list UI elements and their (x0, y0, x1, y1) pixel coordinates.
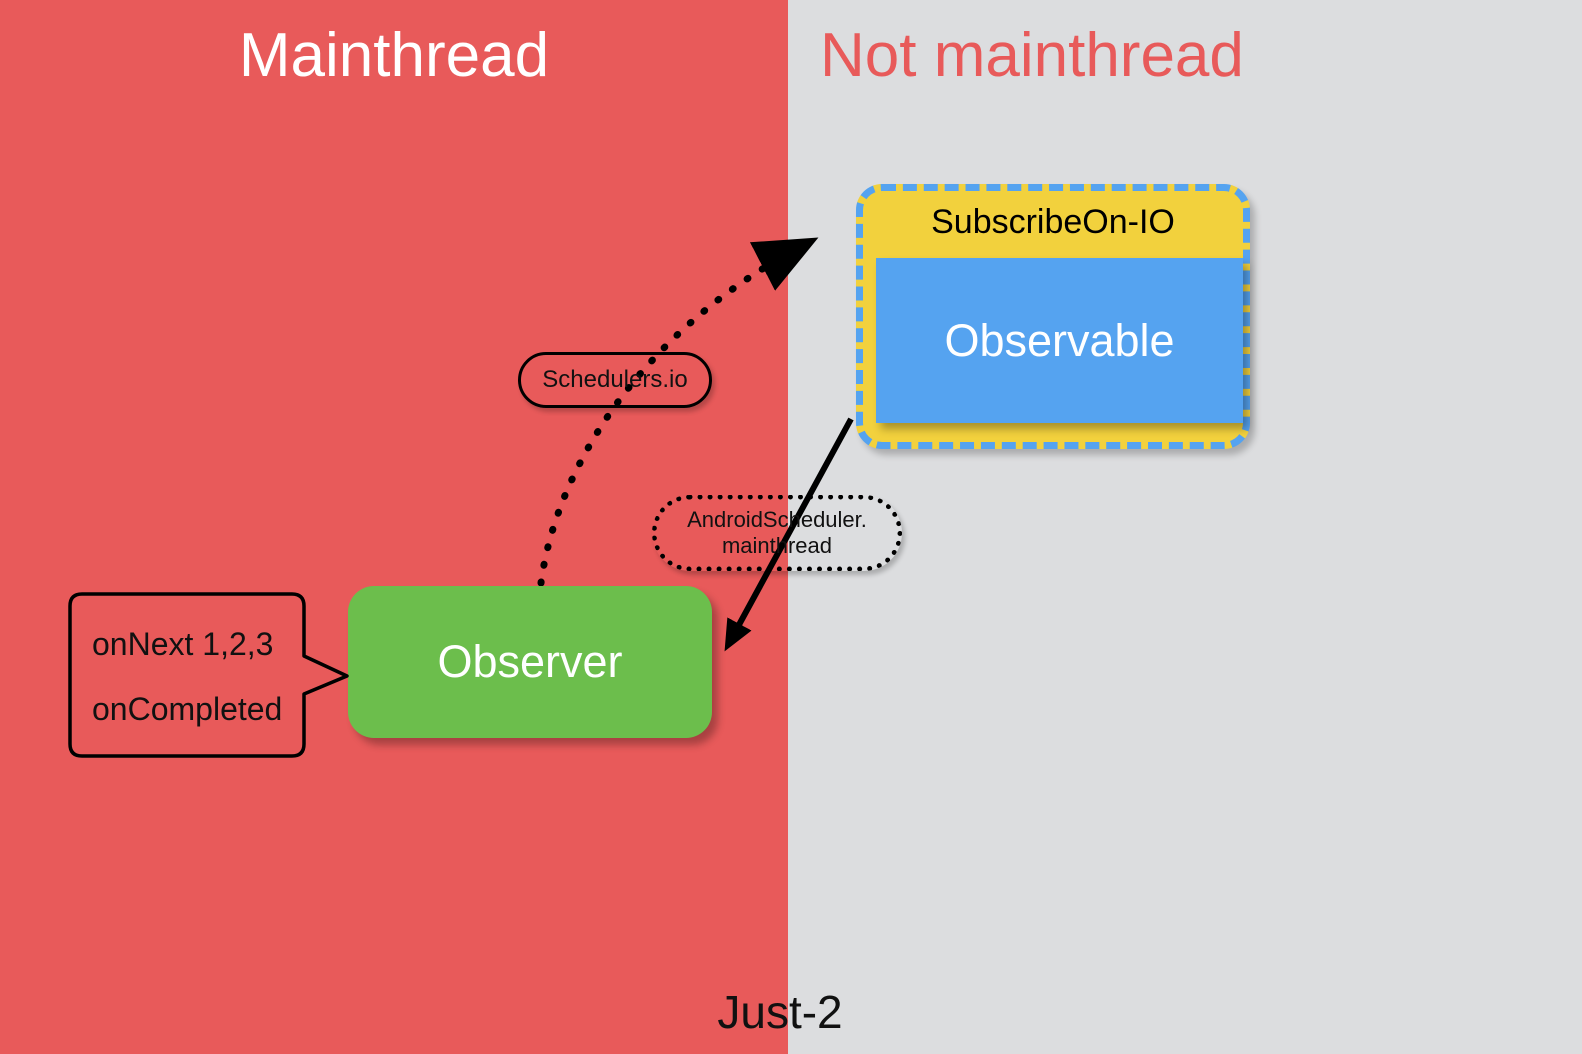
diagram-caption: Just-2 (717, 986, 843, 1038)
schedulers-io-label: Schedulers.io (542, 366, 688, 393)
panel-title-mainthread: Mainthread (238, 21, 550, 90)
observer-box[interactable]: Observer (348, 586, 712, 738)
observable-label: Observable (944, 314, 1175, 366)
panel-not-mainthread (788, 0, 1582, 1054)
subscribe-on-io-label: SubscribeOn-IO (931, 203, 1175, 241)
observable-box[interactable]: Observable (876, 258, 1243, 423)
callout-on-next: onNext 1,2,3 (92, 626, 274, 662)
android-scheduler-label-line2: mainthread (721, 533, 833, 558)
callout-shape (68, 592, 349, 758)
panel-title-not-mainthread: Not mainthread (820, 21, 1244, 90)
callout-text-group: onNext 1,2,3 onCompleted (92, 612, 302, 742)
android-scheduler-annotation[interactable]: AndroidScheduler. mainthread (652, 495, 902, 571)
callout-on-completed: onCompleted (92, 691, 283, 727)
callout-outline (68, 592, 349, 758)
schedulers-io-annotation[interactable]: Schedulers.io (518, 352, 712, 408)
observer-label: Observer (437, 636, 623, 687)
android-scheduler-label-line1: AndroidScheduler. (687, 506, 867, 532)
